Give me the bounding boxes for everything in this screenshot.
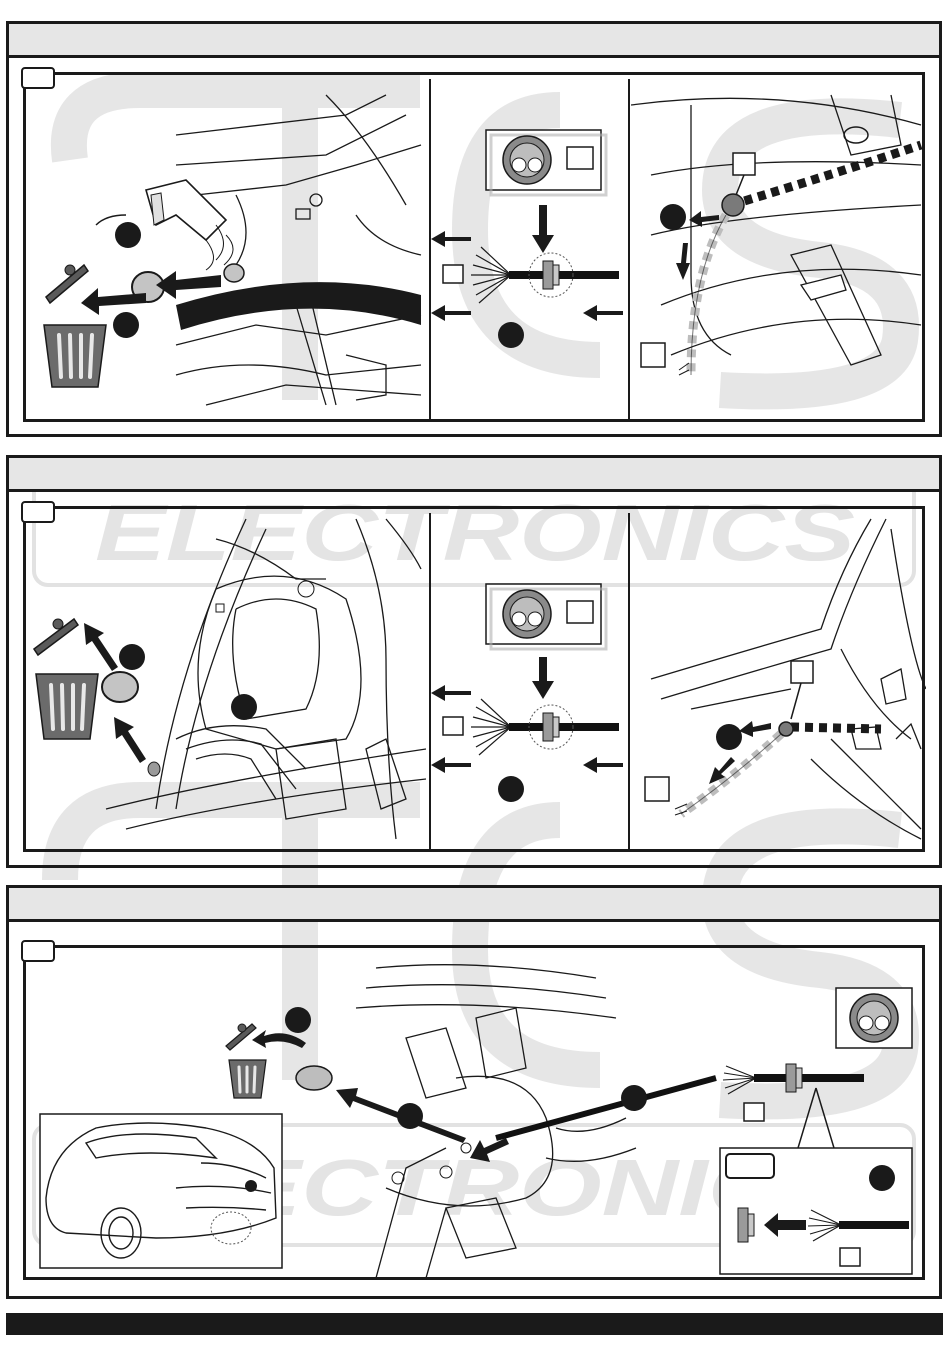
footer-bar bbox=[6, 1313, 943, 1335]
cable-line bbox=[791, 727, 881, 729]
arrow-icon bbox=[532, 205, 554, 253]
arrow-icon bbox=[583, 305, 623, 321]
arrow-icon bbox=[431, 757, 471, 773]
instruction-section-2 bbox=[6, 455, 942, 868]
wire-bundle-icon bbox=[471, 699, 511, 755]
instruction-section-1 bbox=[6, 21, 942, 437]
section-1-header bbox=[9, 24, 939, 58]
cable-line bbox=[496, 1078, 716, 1138]
arrow-icon bbox=[431, 231, 471, 247]
section-3-header bbox=[9, 888, 939, 922]
grommet-remove-scene bbox=[26, 509, 426, 851]
cable-line bbox=[731, 145, 921, 205]
grommet-insert-scene bbox=[431, 509, 627, 851]
arrow-icon bbox=[114, 717, 146, 763]
label-box bbox=[567, 147, 593, 169]
step-dot-icon bbox=[716, 724, 742, 750]
label-box bbox=[443, 265, 463, 283]
rear-bumper-scene bbox=[26, 948, 926, 1278]
hot-air-gun-scene bbox=[26, 75, 426, 420]
car-overview bbox=[40, 1114, 282, 1268]
section-1-panel bbox=[23, 72, 925, 422]
arrow-icon bbox=[470, 1138, 509, 1162]
grommet-icon bbox=[102, 672, 138, 702]
grommet-icon bbox=[850, 994, 898, 1042]
label-box bbox=[791, 661, 813, 683]
grommet-icon bbox=[779, 722, 793, 736]
grommet-icon bbox=[503, 590, 551, 638]
cable-route-scene bbox=[631, 75, 926, 420]
arrow-icon bbox=[84, 623, 118, 671]
grommet-insert-scene bbox=[431, 75, 627, 420]
arrow-icon bbox=[739, 721, 771, 737]
panel-divider bbox=[628, 79, 630, 419]
grommet-icon bbox=[722, 194, 744, 216]
arrow-icon bbox=[532, 657, 554, 699]
label-box bbox=[733, 153, 755, 175]
arrow-icon bbox=[431, 305, 471, 321]
arrow-icon bbox=[156, 271, 221, 299]
step-dot-icon bbox=[498, 776, 524, 802]
step-dot-icon bbox=[498, 322, 524, 348]
step-dot-icon bbox=[285, 1007, 311, 1033]
cable-line bbox=[691, 215, 726, 375]
label-box bbox=[641, 343, 665, 367]
section-2-header bbox=[9, 458, 939, 492]
section-2-panel bbox=[23, 506, 925, 852]
label-box bbox=[567, 601, 593, 623]
grommet-icon bbox=[296, 1066, 332, 1090]
cable-route-scene bbox=[631, 509, 926, 851]
grommet-icon bbox=[503, 136, 551, 184]
step-dot-icon bbox=[660, 204, 686, 230]
step-dot-icon bbox=[115, 222, 141, 248]
wire-bundle-icon bbox=[471, 247, 511, 303]
instruction-section-3 bbox=[6, 885, 942, 1299]
trash-bin-icon bbox=[44, 265, 106, 387]
label-box bbox=[645, 777, 669, 801]
step-dot-icon bbox=[869, 1165, 895, 1191]
step-tag bbox=[726, 1154, 774, 1178]
step-dot-icon bbox=[119, 644, 145, 670]
step-dot-icon bbox=[113, 312, 139, 338]
arrow-icon bbox=[676, 243, 690, 280]
section-3-panel bbox=[23, 945, 925, 1280]
label-box bbox=[443, 717, 463, 735]
wire-bundle-icon bbox=[723, 1066, 756, 1094]
wiring-harness bbox=[176, 726, 306, 799]
label-box bbox=[840, 1248, 860, 1266]
label-box bbox=[744, 1103, 764, 1121]
step-dot-icon bbox=[231, 694, 257, 720]
arrow-icon bbox=[431, 685, 471, 701]
step-dot-icon bbox=[621, 1085, 647, 1111]
step-dot-icon bbox=[397, 1103, 423, 1129]
arrow-icon bbox=[583, 757, 623, 773]
panel-divider bbox=[628, 513, 630, 849]
